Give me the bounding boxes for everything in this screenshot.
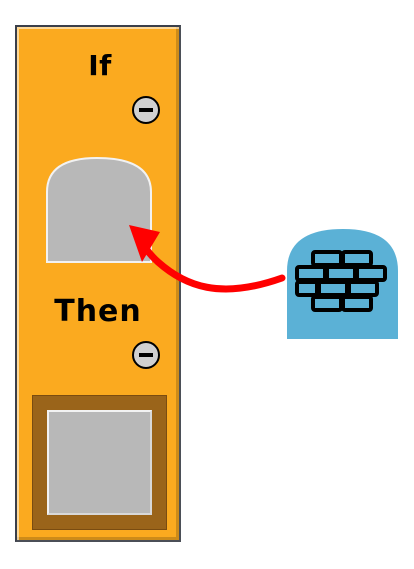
action-slot[interactable]: [32, 395, 167, 530]
if-then-block[interactable]: If Then: [15, 25, 181, 542]
if-label: If: [88, 49, 112, 82]
then-label: Then: [54, 294, 142, 329]
remove-condition-button[interactable]: [131, 95, 161, 125]
condition-slot[interactable]: [45, 156, 155, 264]
wall-sensor-block[interactable]: [287, 229, 398, 339]
minus-circle-icon: [132, 341, 160, 369]
action-socket: [47, 410, 152, 515]
remove-action-button[interactable]: [131, 340, 161, 370]
brick-wall-icon: [287, 229, 398, 339]
minus-circle-icon: [132, 96, 160, 124]
condition-socket: [46, 156, 152, 263]
